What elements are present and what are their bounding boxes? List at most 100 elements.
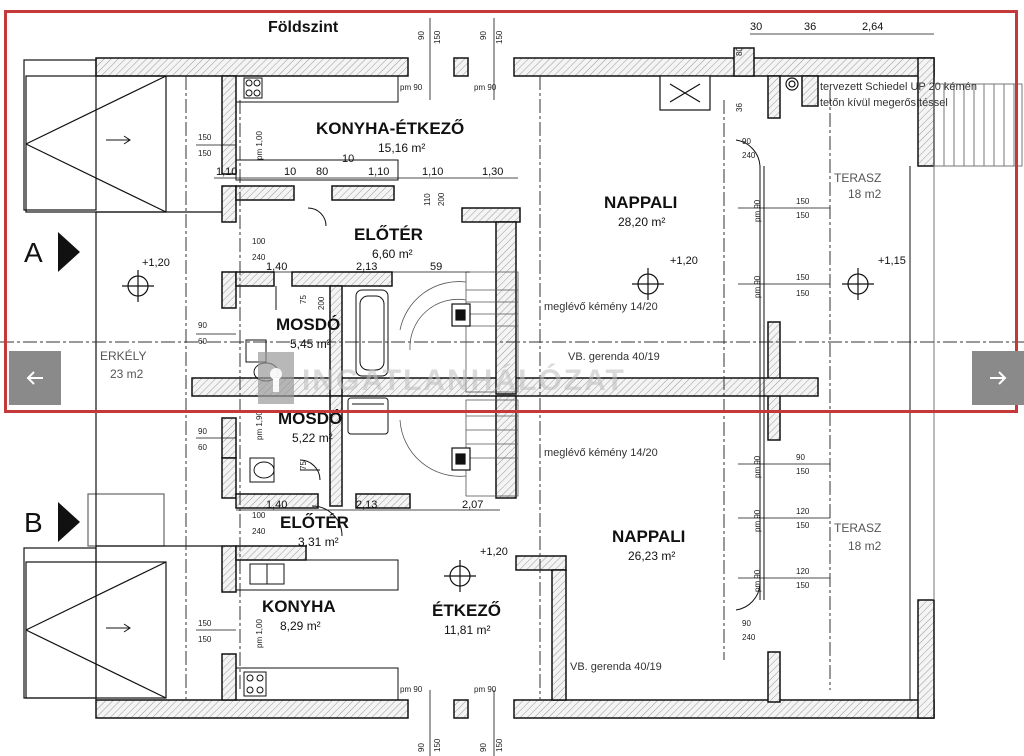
room-terasz-bottom-area: 18 m2: [848, 539, 882, 553]
dim-v90-a: 90: [198, 321, 207, 330]
dim-vert-150b: 150: [495, 30, 504, 44]
room-erkely-area: 23 m2: [110, 367, 144, 381]
dim-v90-d: 90: [796, 453, 805, 462]
dim-v240-a: 240: [252, 253, 266, 262]
dim-110c: 1,10: [422, 166, 443, 178]
dim-213b: 2,13: [356, 499, 377, 511]
dim-v240-c: 240: [742, 151, 756, 160]
room-etkezo-area: 11,81 m²: [444, 623, 490, 637]
dim-v150-d: 150: [198, 635, 212, 644]
note-chimney-top: meglévő kémény 14/20: [544, 301, 658, 313]
dim-pm90-d: pm 90: [474, 685, 497, 694]
dim-vert-pm100b: pm 1,00: [255, 619, 264, 648]
kitchen-fixtures: [235, 75, 399, 701]
room-eloter-bottom-area: 3,31 m²: [298, 535, 339, 549]
room-terasz-top-area: 18 m2: [848, 187, 882, 201]
dim-vert-75a: 75: [299, 295, 308, 304]
room-mosdo-top-name: MOSDÓ: [276, 315, 340, 334]
dim-v150-i: 150: [796, 467, 810, 476]
terrace-steps: [933, 83, 1023, 600]
dim-v150-b: 150: [198, 149, 212, 158]
note-beam-top: VB. gerenda 40/19: [568, 351, 660, 363]
dim-140b: 1,40: [266, 499, 287, 511]
section-label-a: A: [24, 237, 43, 268]
room-terasz-bottom-name: TERASZ: [834, 521, 881, 535]
dim-pm90-c: pm 90: [400, 685, 423, 694]
level-etkezo: +1,20: [480, 546, 508, 558]
stairs: [399, 271, 519, 497]
dim-v150-c: 150: [198, 619, 212, 628]
note-schiedel-1: tervezett Schiedel UP 20 kémén: [820, 81, 977, 93]
section-b-marker: [58, 502, 80, 542]
next-image-button[interactable]: [972, 351, 1024, 405]
top-dim-3: 2,64: [862, 21, 883, 33]
dim-v90-e: 90: [742, 619, 751, 628]
dim-207: 2,07: [462, 499, 483, 511]
room-mosdo-top-area: 5,45 m²: [290, 337, 331, 351]
room-etkezo-name: ÉTKEZŐ: [432, 601, 501, 620]
dim-v240-b: 240: [252, 527, 266, 536]
dim-59: 59: [430, 261, 442, 273]
room-nappali-top-area: 28,20 m²: [618, 215, 665, 229]
dim-v150-e: 150: [796, 197, 810, 206]
arrow-left-icon: [26, 371, 43, 385]
room-nappali-top-name: NAPPALI: [604, 193, 677, 212]
level-nappali: +1,20: [670, 255, 698, 267]
dim-v90-b: 90: [198, 427, 207, 436]
prev-image-button[interactable]: [9, 351, 61, 405]
dim-110a: 1,10: [216, 166, 237, 178]
room-konyha-etkezo-area: 15,16 m²: [378, 141, 425, 155]
arrow-right-icon: [990, 371, 1007, 385]
dim-v100-a: 100: [252, 237, 266, 246]
chimneys: [451, 75, 799, 471]
dim-vert-90c: 90: [417, 743, 426, 752]
level-erkely: +1,20: [142, 257, 170, 269]
top-dim-1: 30: [750, 21, 762, 33]
direction-arrows: [106, 135, 131, 633]
dimension-lines: [196, 18, 934, 756]
room-eloter-top-name: ELŐTÉR: [354, 225, 423, 244]
dim-vert-200b: 200: [437, 192, 446, 206]
dim-v150-j: 150: [796, 521, 810, 530]
note-beam-bottom: VB. gerenda 40/19: [570, 661, 662, 673]
section-a-marker: [58, 232, 80, 272]
note-chimney-bottom: meglévő kémény 14/20: [544, 447, 658, 459]
dim-vert-pm190a: pm 1,90: [255, 411, 264, 440]
glazing: [759, 166, 911, 700]
dim-v60-b: 60: [198, 443, 207, 452]
top-dim-2: 36: [804, 21, 816, 33]
dim-vert-90a: 90: [417, 31, 426, 40]
dim-v150-f: 150: [796, 211, 810, 220]
section-label-b: B: [24, 507, 43, 538]
dim-10a: 10: [284, 166, 296, 178]
dim-v120-a: 120: [796, 507, 810, 516]
dim-vert-36: 36: [735, 103, 744, 112]
room-konyha-name: KONYHA: [262, 597, 336, 616]
room-eloter-bottom-name: ELŐTÉR: [280, 513, 349, 532]
left-wings: [23, 59, 222, 700]
dim-vert-pm90r2: pm 90: [753, 275, 762, 298]
walls: [95, 47, 935, 719]
dim-vert-90d: 90: [479, 743, 488, 752]
room-mosdo-bottom-area: 5,22 m²: [292, 431, 333, 445]
room-terasz-top-name: TERASZ: [834, 171, 881, 185]
dim-vert-150a: 150: [433, 30, 442, 44]
note-schiedel-2: tetőn kívül megerősítéssel: [820, 97, 948, 109]
dim-vert-pm90r1: pm 90: [753, 199, 762, 222]
dim-v150-h: 150: [796, 289, 810, 298]
dim-pm90-b: pm 90: [474, 83, 497, 92]
room-mosdo-bottom-name: MOSDÓ: [278, 409, 342, 428]
axis-lines: [0, 76, 1024, 700]
dim-10b: 10: [342, 153, 354, 165]
dim-vert-pm90r3: pm 90: [753, 455, 762, 478]
dim-vert-200a: 200: [317, 296, 326, 310]
room-eloter-top-area: 6,60 m²: [372, 247, 413, 261]
dim-vert-pm100a: pm 1,00: [255, 131, 264, 160]
dim-vert-75b: 75: [299, 461, 308, 470]
room-nappali-bottom-name: NAPPALI: [612, 527, 685, 546]
level-terasz: +1,15: [878, 255, 906, 267]
dim-v240-d: 240: [742, 633, 756, 642]
room-nappali-bottom-area: 26,23 m²: [628, 549, 675, 563]
dim-vert-110: 110: [423, 193, 432, 206]
